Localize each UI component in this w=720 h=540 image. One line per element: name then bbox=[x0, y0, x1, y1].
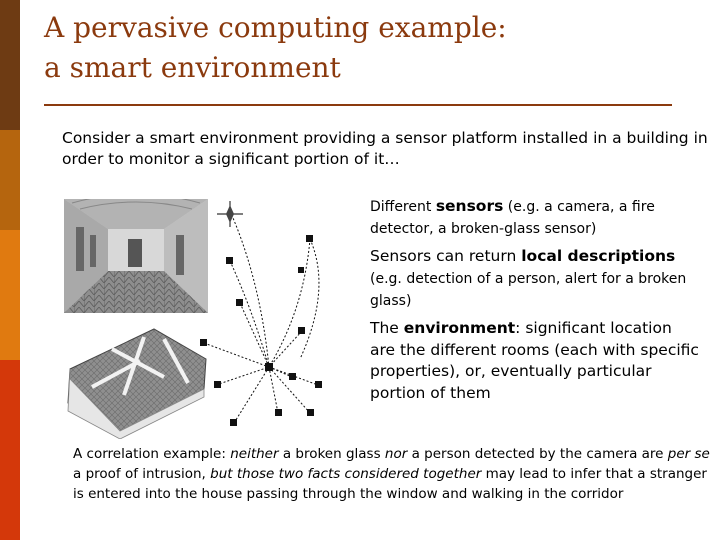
conclusion-emph-together: but those two facts considered together bbox=[210, 466, 482, 482]
title-underline bbox=[44, 104, 672, 106]
conclusion-text-3: a person detected by the camera are bbox=[407, 446, 668, 462]
smart-environment-illustration bbox=[64, 199, 364, 439]
conclusion-text-4: a proof of intrusion, bbox=[73, 466, 211, 482]
accent-segment-red bbox=[0, 360, 20, 540]
floor-plan-view bbox=[64, 315, 208, 439]
point-local-descriptions: Sensors can return local descriptions (e… bbox=[370, 245, 700, 312]
point-sensors: Different sensors (e.g. a camera, a fire… bbox=[370, 195, 700, 240]
conclusion-emph-neither: neither bbox=[230, 446, 279, 462]
intro-paragraph: Consider a smart environment providing a… bbox=[62, 129, 708, 168]
point-local-bold: local descriptions bbox=[521, 247, 676, 265]
point-environment: The environment: significant location ar… bbox=[370, 318, 700, 404]
compass-icon bbox=[217, 201, 243, 227]
correlation-example-paragraph: A correlation example: neither a broken … bbox=[73, 444, 713, 504]
conclusion-text-5: may lead to infer that a stranger is ent… bbox=[73, 466, 707, 502]
sensor-node-icon bbox=[200, 235, 322, 426]
point-environment-pre: The bbox=[370, 319, 404, 337]
conclusion-text-1: A correlation example: bbox=[73, 446, 231, 462]
corridor-view bbox=[64, 199, 208, 313]
title-line-1: A pervasive computing example: bbox=[44, 11, 507, 44]
point-sensors-pre: Different bbox=[370, 199, 436, 215]
conclusion-text-2: a broken glass bbox=[278, 446, 385, 462]
slide-title: A pervasive computing example: a smart e… bbox=[44, 8, 684, 88]
accent-segment-brown bbox=[0, 130, 20, 230]
point-environment-post: : significant location are the different… bbox=[370, 319, 699, 402]
point-local-post: (e.g. detection of a person, alert for a… bbox=[370, 271, 687, 309]
sensor-network-diagram bbox=[200, 201, 322, 426]
accent-segment-orange bbox=[0, 230, 20, 360]
conclusion-emph-per-se: per se bbox=[667, 446, 710, 462]
point-local-pre: Sensors can return bbox=[370, 247, 522, 265]
conclusion-emph-nor: nor bbox=[384, 446, 408, 462]
accent-segment-dark bbox=[0, 0, 20, 130]
left-accent-bar bbox=[0, 0, 20, 540]
point-environment-bold: environment bbox=[403, 319, 516, 337]
point-sensors-post: (e.g. a camera, a fire detector, a broke… bbox=[370, 199, 655, 237]
title-line-2: a smart environment bbox=[44, 51, 341, 84]
point-sensors-bold: sensors bbox=[435, 197, 504, 215]
